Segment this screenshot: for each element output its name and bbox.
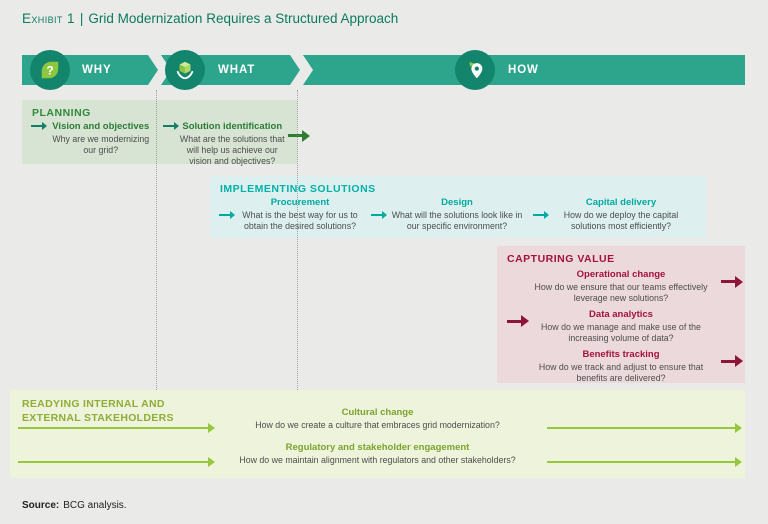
capturing-header: CAPTURING VALUE (507, 253, 615, 265)
bullet-arrow-icon (371, 211, 387, 219)
implementing-item-capital-delivery: Capital delivery How do we deploy the ca… (532, 197, 698, 232)
planning-box: PLANNING Vision and objectives Why are w… (22, 100, 310, 167)
flow-arrow-icon (547, 457, 742, 467)
capturing-item-operational-change: Operational change How do we ensure that… (497, 267, 745, 307)
svg-text:?: ? (46, 64, 53, 78)
phase-label-how: HOW (508, 64, 539, 76)
flow-arrow-icon (547, 423, 742, 433)
flow-arrow-icon (721, 355, 743, 368)
item-title: Data analytics (589, 308, 653, 320)
implementing-header: IMPLEMENTING SOLUTIONS (220, 183, 376, 195)
item-question: How do we deploy the capital solutions m… (563, 209, 679, 231)
planning-header: PLANNING (32, 107, 91, 119)
exhibit-label: Exhibit 1 (22, 11, 75, 26)
item-title: Cultural change (341, 407, 414, 418)
item-question: What are the solutions that will help us… (179, 133, 285, 166)
implementing-item-procurement: Procurement What is the best way for us … (218, 197, 370, 232)
item-title: Operational change (576, 269, 666, 280)
planning-item-solution-identification: Solution identification What are the sol… (160, 121, 292, 167)
phase-label-why: WHY (82, 64, 112, 76)
item-title: Solution identification (182, 121, 283, 132)
what-phase-circle (165, 50, 205, 90)
planning-items: Vision and objectives Why are we moderni… (22, 121, 297, 167)
exhibit-separator: | (79, 11, 84, 26)
how-phase-circle (455, 50, 495, 90)
implementing-items: Procurement What is the best way for us … (210, 197, 706, 232)
readying-item-regulatory-engagement: Regulatory and stakeholder engagement Ho… (10, 442, 745, 466)
why-phase-circle: ? (30, 50, 70, 90)
question-icon: ? (41, 61, 59, 79)
item-question: How do we create a culture that embraces… (255, 419, 500, 430)
flow-arrow-icon (288, 129, 310, 142)
source-note: Source:BCG analysis. (22, 500, 127, 511)
phase-banner: ? WHY WHAT HOW (22, 50, 745, 90)
phase-label-what: WHAT (218, 64, 256, 76)
flow-arrow-icon (18, 423, 215, 433)
item-question: How do we track and adjust to ensure tha… (538, 361, 704, 383)
implementing-item-design: Design What will the solutions look like… (370, 197, 532, 232)
bullet-arrow-icon (31, 122, 47, 130)
flow-arrow-icon (18, 457, 215, 467)
capturing-item-benefits-tracking: Benefits tracking How do we track and ad… (497, 347, 745, 387)
item-question: How do we maintain alignment with regula… (239, 454, 516, 465)
flow-arrow-icon (721, 275, 743, 288)
readying-item-cultural-change: Cultural change How do we create a cultu… (10, 407, 745, 431)
exhibit-heading: Grid Modernization Requires a Structured… (88, 11, 399, 26)
bullet-arrow-icon (219, 211, 235, 219)
source-text: BCG analysis. (63, 500, 127, 511)
bullet-arrow-icon (533, 211, 549, 219)
item-question: What will the solutions look like in our… (391, 209, 523, 231)
item-question: Why are we modernizing our grid? (52, 133, 150, 155)
item-question: How do we manage and make use of the inc… (541, 321, 701, 343)
hands-holding-cube-icon (176, 61, 194, 80)
location-pin-icon (469, 61, 483, 79)
item-question: What is the best way for us to obtain th… (242, 209, 358, 231)
item-title: Capital delivery (585, 197, 657, 208)
item-title: Procurement (270, 197, 330, 208)
flow-arrow-icon (507, 315, 529, 328)
readying-header: READYING INTERNAL AND EXTERNAL STAKEHOLD… (22, 398, 174, 424)
item-title: Design (441, 197, 473, 208)
item-title: Vision and objectives (52, 121, 150, 132)
implementing-solutions-box: IMPLEMENTING SOLUTIONS Procurement What … (210, 176, 706, 238)
phase-segment-how (303, 55, 745, 85)
capturing-value-box: CAPTURING VALUE Operational change How d… (497, 246, 745, 383)
planning-item-vision: Vision and objectives Why are we moderni… (28, 121, 160, 167)
capturing-item-data-analytics: Data analytics How do we manage and make… (497, 307, 745, 347)
item-question: How do we ensure that our teams effectiv… (534, 281, 708, 303)
item-title: Benefits tracking (582, 348, 660, 360)
readying-stakeholders-box: READYING INTERNAL AND EXTERNAL STAKEHOLD… (10, 390, 745, 478)
source-label: Source: (22, 500, 60, 511)
exhibit-title: Exhibit 1 | Grid Modernization Requires a … (22, 11, 398, 26)
item-title: Regulatory and stakeholder engagement (285, 442, 470, 453)
bullet-arrow-icon (162, 122, 179, 130)
